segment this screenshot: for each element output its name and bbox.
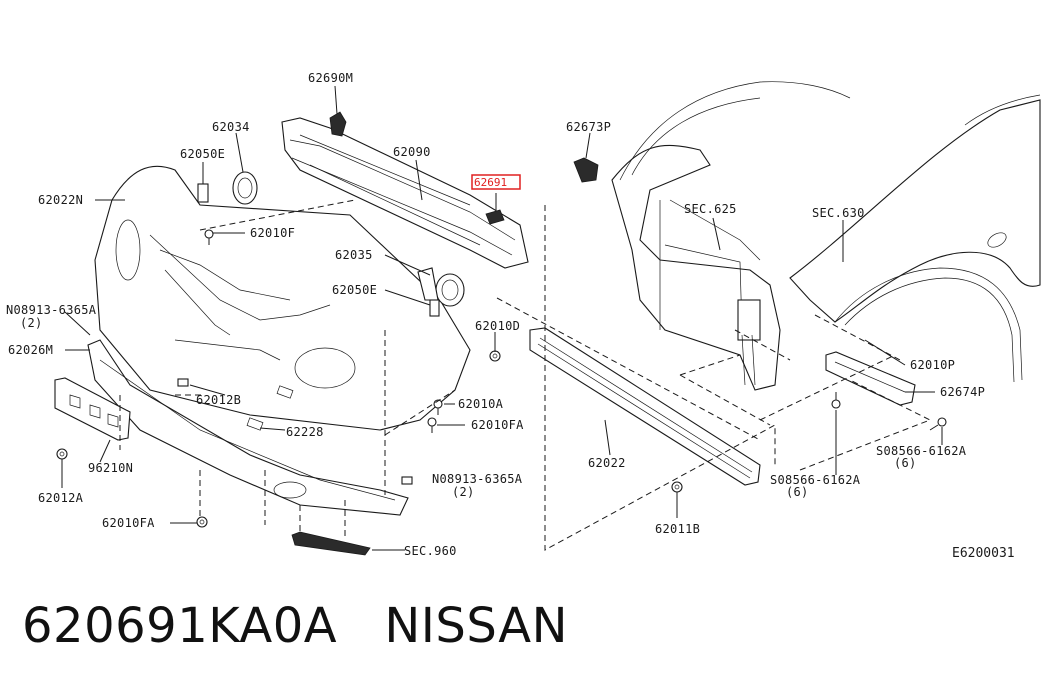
label-08566-right-qty: (6) xyxy=(894,456,917,470)
highlight-box xyxy=(471,174,521,190)
label-sec960: SEC.960 xyxy=(404,544,457,558)
label-62010FA-right: 62010FA xyxy=(471,418,524,432)
label-08913-mid: N08913-6365A xyxy=(432,472,523,486)
fog-bezel-62035 xyxy=(417,267,465,307)
lower-grille-62026M xyxy=(87,339,409,516)
label-62010A: 62010A xyxy=(458,397,504,411)
label-08913-left: N08913-6365A xyxy=(6,303,97,317)
label-62090: 62090 xyxy=(393,145,431,159)
label-62012B: 62012B xyxy=(196,393,241,407)
label-62022N: 62022N xyxy=(38,193,83,207)
fog-bezel-62034 xyxy=(232,171,258,205)
hood-outline xyxy=(619,81,851,181)
label-62010F: 62010F xyxy=(250,226,295,240)
footer-part-number: 620691KA0A xyxy=(22,598,338,654)
bracket-62050E-top xyxy=(197,183,209,203)
label-62010FA-left: 62010FA xyxy=(102,516,155,530)
fender-sec630 xyxy=(789,94,1041,383)
under-cover-sec960 xyxy=(291,531,371,556)
label-sec630: SEC.630 xyxy=(812,206,865,220)
label-08566-mid-qty: (6) xyxy=(786,485,809,499)
label-08566-right: S08566-6162A xyxy=(876,444,967,458)
footer-brand: NISSAN xyxy=(384,598,568,654)
license-bracket-96210N xyxy=(54,377,131,441)
label-62012A: 62012A xyxy=(38,491,84,505)
core-support-sec625 xyxy=(611,144,781,391)
label-62690M: 62690M xyxy=(308,71,353,85)
label-08913-left-qty: (2) xyxy=(20,316,43,330)
label-62035: 62035 xyxy=(335,248,373,262)
label-08913-mid-qty: (2) xyxy=(452,485,475,499)
label-62010D: 62010D xyxy=(475,319,520,333)
label-08566-mid: S08566-6162A xyxy=(770,473,861,487)
part-labels: 62690M 62034 62050E 62090 62022N 62010F … xyxy=(6,71,985,558)
label-62011B: 62011B xyxy=(655,522,700,536)
label-62010P: 62010P xyxy=(910,358,955,372)
label-62034: 62034 xyxy=(212,120,250,134)
label-62022: 62022 xyxy=(588,456,626,470)
hood-outline-2 xyxy=(631,97,761,176)
label-62050E-mid: 62050E xyxy=(332,283,377,297)
label-62673P: 62673P xyxy=(566,120,611,134)
clip-62691 xyxy=(485,209,505,225)
reinforcement-62090 xyxy=(281,117,529,269)
diagram-code: E6200031 xyxy=(952,546,1015,561)
highlighted-part: 62691 xyxy=(471,174,521,190)
bracket-62674P xyxy=(825,351,916,406)
bumper-fascia-62022N xyxy=(94,165,471,431)
absorber-62022 xyxy=(529,327,761,486)
label-62228: 62228 xyxy=(286,425,324,439)
clip-62690M xyxy=(329,111,347,137)
bracket-62050E-mid xyxy=(429,299,440,317)
label-62050E-top: 62050E xyxy=(180,147,225,161)
label-sec625: SEC.625 xyxy=(684,202,737,216)
latch-62673P xyxy=(573,157,599,183)
leader-lines xyxy=(61,85,943,551)
label-62674P: 62674P xyxy=(940,385,985,399)
part-footer: 620691KA0A NISSAN xyxy=(22,598,568,654)
label-96210N: 96210N xyxy=(88,461,133,475)
label-62026M: 62026M xyxy=(8,343,53,357)
highlight-label: 62691 xyxy=(474,176,507,189)
